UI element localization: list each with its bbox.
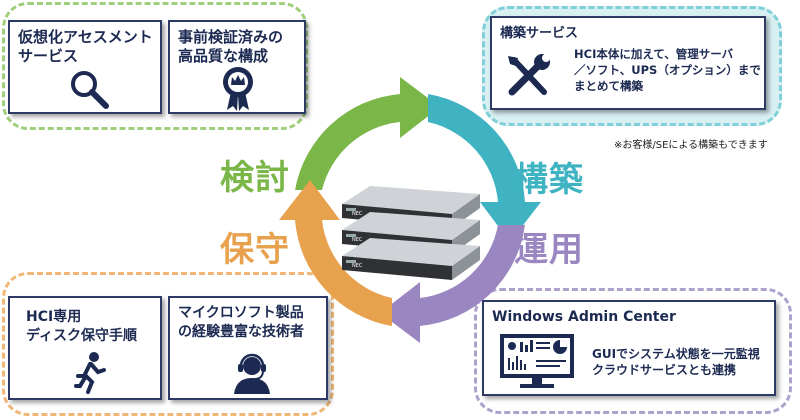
construction-card-text: HCI本体に加えて、管理サーバ ／ソフト、UPS（オプション）まで まとめて構築 [574, 47, 761, 93]
server-brand-label: NEC [352, 211, 363, 217]
phase-label-kento: 検討 [220, 158, 290, 198]
kento-cloud-frame [2, 2, 308, 130]
magnifier-icon [71, 71, 109, 109]
construction-card: 構築サービス HCI本体に加えて、管理サーバ ／ソフト、UPS（オプション）まで… [490, 16, 766, 110]
wrench-screwdriver-icon [508, 54, 550, 96]
quality-badge-icon [223, 67, 253, 111]
phase-label-unyou: 運用 [514, 230, 584, 270]
hoshu-cloud-frame [2, 272, 334, 416]
construction-note: ※お客様/SEによる構築もできます [614, 140, 768, 151]
phase-label-hoshu: 保守 [220, 230, 290, 270]
kento-arrow [295, 77, 440, 190]
support-operator-icon [234, 353, 270, 394]
unyou-arrow [380, 225, 525, 343]
assessment-card: 仮想化アセスメント サービス [8, 20, 162, 114]
unyou-cloud-frame [474, 288, 792, 414]
admin-center-card: Windows Admin Center GUIでシステム状態を一元監視 クラウ… [482, 300, 776, 396]
hoshu-arrow [279, 180, 392, 326]
preverified-card: 事前検証済みの 高品質な構成 [168, 20, 306, 114]
server-brand-label: NEC [352, 263, 363, 269]
hci-maintenance-card-title: HCI専用 ディスク保守手順 [26, 309, 138, 344]
hci-maintenance-card: HCI専用 ディスク保守手順 [8, 296, 162, 400]
construction-card-title: 構築サービス [500, 26, 579, 41]
ms-engineers-card-title: マイクロソフト製品 の経験豊富な技術者 [178, 305, 304, 340]
phase-label-kouchiku: 構築 [514, 160, 584, 200]
running-person-icon [74, 352, 106, 394]
preverified-card-title: 事前検証済みの 高品質な構成 [178, 28, 284, 65]
admin-center-card-text: GUIでシステム状態を一元監視 クラウドサービスとも連携 [592, 347, 760, 377]
server-stack: NEC NEC NEC [342, 186, 480, 280]
monitor-dashboard-icon [500, 334, 574, 388]
admin-center-card-title: Windows Admin Center [492, 309, 676, 325]
kouchiku-arrow [428, 94, 541, 242]
assessment-card-title: 仮想化アセスメント サービス [18, 28, 153, 65]
ms-engineers-card: マイクロソフト製品 の経験豊富な技術者 [168, 296, 328, 400]
server-brand-label: NEC [352, 237, 363, 243]
